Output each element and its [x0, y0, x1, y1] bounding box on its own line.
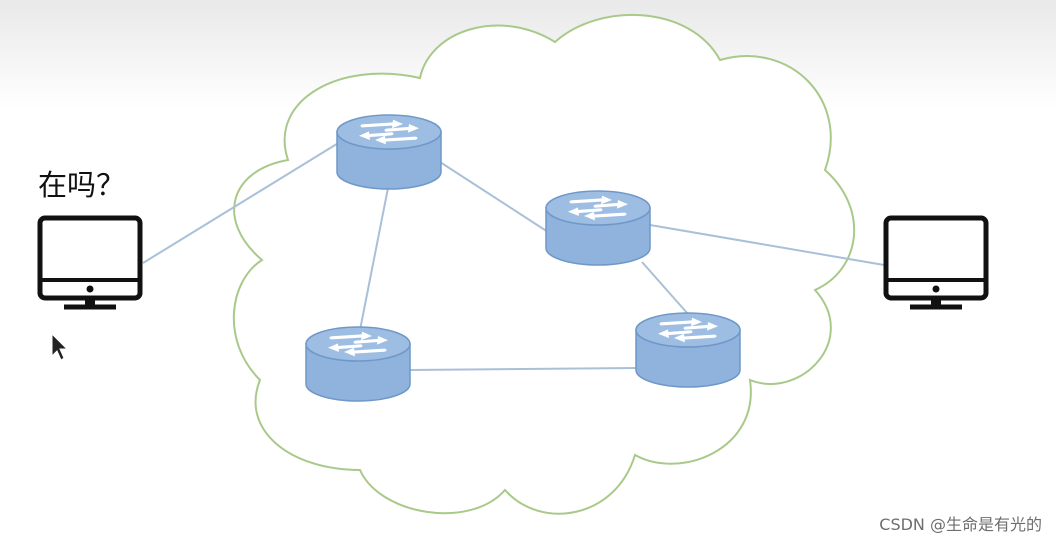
router-top-left — [337, 115, 441, 189]
link-router-top-to-router-bottom-left — [359, 187, 389, 331]
link-left-host-to-router — [142, 141, 341, 264]
link-router-middle-to-right-host — [649, 224, 885, 266]
host-computer-right — [886, 218, 986, 307]
router-icon — [306, 327, 410, 401]
router-middle-right — [546, 191, 650, 265]
network-links — [142, 141, 885, 371]
watermark-text: CSDN @生命是有光的 — [879, 515, 1042, 534]
link-router-top-to-router-middle — [439, 161, 549, 233]
mouse-cursor-icon — [51, 332, 69, 361]
host-computer-left — [40, 218, 140, 307]
router-icon — [337, 115, 441, 189]
router-icon — [636, 313, 740, 387]
link-router-bottom-left-to-router-bottom-right — [409, 367, 638, 371]
host-message-label: 在吗？ — [38, 168, 126, 202]
computer-icon — [886, 218, 986, 307]
computer-icon — [40, 218, 140, 307]
router-icon — [546, 191, 650, 265]
cloud-shape — [232, 14, 856, 515]
router-bottom-right — [636, 313, 740, 387]
router-bottom-left — [306, 327, 410, 401]
link-router-middle-to-router-bottom-right — [641, 261, 689, 315]
